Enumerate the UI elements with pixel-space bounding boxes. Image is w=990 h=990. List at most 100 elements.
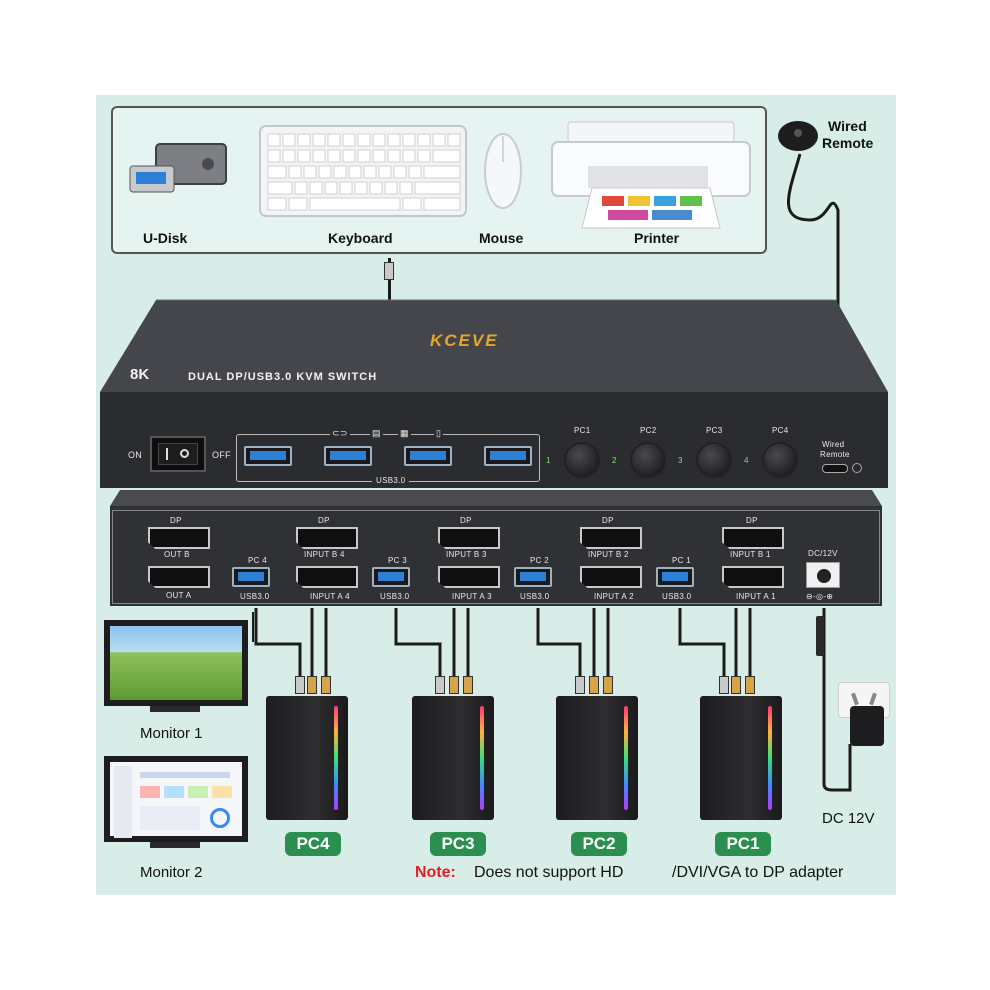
remote-port-label-1: Wired [822,440,845,449]
usb-hub-plug [384,262,394,280]
device-title: DUAL DP/USB3.0 KVM SWITCH [188,371,378,383]
dc-jack[interactable] [806,562,840,588]
remote-port-led [852,463,862,473]
pc3-tower-icon [412,696,494,820]
g2-input-a-port[interactable] [580,566,642,588]
power-label: DC 12V [822,810,875,827]
out-b-port[interactable] [148,527,210,549]
udisk-label: U-Disk [143,230,188,246]
g1-dp-label: DP [746,516,758,525]
usb-drive-icon [126,138,246,208]
wired-remote-icon [776,118,820,154]
g4-pc-label: PC 4 [248,556,267,565]
power-switch[interactable] [150,436,206,472]
kvm-front-housing [100,299,888,488]
rear-panel-face [112,510,880,604]
g1-input-b-port[interactable] [722,527,784,549]
power-off-label: OFF [212,450,231,460]
pc4-button[interactable] [762,442,798,478]
pc2-usb-plug [575,676,585,694]
g1-input-a-port[interactable] [722,566,784,588]
pc2-button-label: PC2 [640,426,657,435]
g2-pc-label: PC 2 [530,556,549,565]
remote-port[interactable] [822,464,848,473]
printer-label: Printer [634,230,680,246]
g4-usb-port[interactable] [232,567,270,587]
usb-port-4[interactable] [484,446,532,466]
g1-input-b-label: INPUT B 1 [730,550,771,559]
pc1-tower-icon [700,696,782,820]
power-on-label: ON [128,450,143,460]
note-continued: /DVI/VGA to DP adapter [672,864,844,881]
usb-drive-symbol-icon: ⊂⊃ [330,428,350,439]
g4-input-b-label: INPUT B 4 [304,550,345,559]
monitor-1-icon [104,620,248,706]
remote-port-label-2: Remote [820,450,850,459]
g4-input-b-port[interactable] [296,527,358,549]
remote-cable [787,153,840,420]
usb-port-1[interactable] [244,446,292,466]
g2-input-b-label: INPUT B 2 [588,550,629,559]
pc4-badge: PC4 [285,832,341,856]
keyboard-label: Keyboard [328,230,393,246]
g3-usb-label: USB3.0 [380,592,410,601]
pc3-dp-plug-a [449,676,459,694]
pc2-dp-plug-a [589,676,599,694]
pc3-button[interactable] [696,442,732,478]
pc1-badge: PC1 [715,832,771,856]
dc-polarity: ⊖-◎-⊕ [806,592,834,601]
mouse-symbol-icon: ▯ [434,428,444,439]
g3-pc-label: PC 3 [388,556,407,565]
g2-dp-label: DP [602,516,614,525]
led-3: 3 [678,456,683,465]
monitor-2-icon [104,756,248,842]
power-adapter-icon [850,706,884,746]
out-a-label: OUT A [166,591,192,600]
mouse-icon [483,132,523,210]
pc2-dp-plug-b [603,676,613,694]
led-2: 2 [612,456,617,465]
g3-input-a-port[interactable] [438,566,500,588]
pc1-button-label: PC1 [574,426,591,435]
g4-input-a-port[interactable] [296,566,358,588]
led-4: 4 [744,456,749,465]
mouse-label: Mouse [479,230,524,246]
pc3-button-label: PC3 [706,426,723,435]
resolution-badge: 8K [130,366,150,383]
g4-dp-label: DP [318,516,330,525]
usb-group-label: USB3.0 [372,476,410,485]
pc3-dp-plug-b [463,676,473,694]
brand-logo: KCEVE [430,331,499,350]
g4-usb-label: USB3.0 [240,592,270,601]
g3-usb-port[interactable] [372,567,410,587]
pc4-button-label: PC4 [772,426,789,435]
g3-input-b-port[interactable] [438,527,500,549]
g2-input-a-label: INPUT A 2 [594,592,634,601]
printer-icon [548,116,754,232]
pc3-badge: PC3 [430,832,486,856]
keyboard-icon [258,124,468,218]
pc4-dp-plug-b [321,676,331,694]
g1-usb-port[interactable] [656,567,694,587]
keyboard-symbol-icon: ▦ [398,428,411,439]
pc1-usb-plug [719,676,729,694]
monitor-2-stand [150,842,200,848]
g2-usb-port[interactable] [514,567,552,587]
g2-input-b-port[interactable] [580,527,642,549]
pc4-dp-plug-a [307,676,317,694]
pc2-button[interactable] [630,442,666,478]
pc4-tower-icon [266,696,348,820]
usb-port-2[interactable] [324,446,372,466]
g1-pc-label: PC 1 [672,556,691,565]
g2-usb-label: USB3.0 [520,592,550,601]
note-text: Does not support HD [474,864,624,881]
wired-remote-label-1: Wired [828,118,867,134]
pc2-badge: PC2 [571,832,627,856]
pc1-button[interactable] [564,442,600,478]
pc4-usb-plug [295,676,305,694]
out-b-label: OUT B [164,550,190,559]
usb-port-3[interactable] [404,446,452,466]
g1-input-a-label: INPUT A 1 [736,592,776,601]
out-a-port[interactable] [148,566,210,588]
g3-input-a-label: INPUT A 3 [452,592,492,601]
